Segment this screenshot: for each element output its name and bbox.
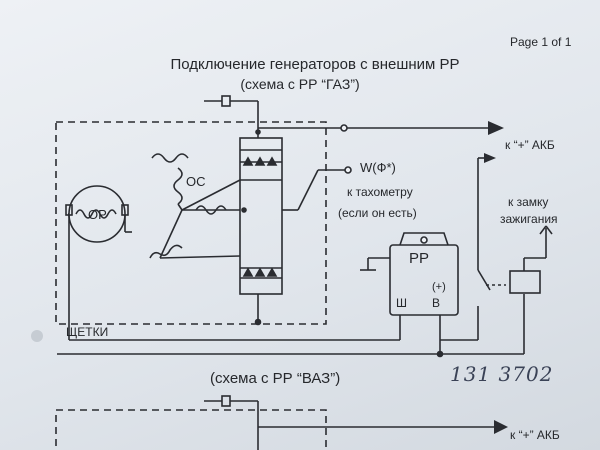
rotor-winding [65,185,132,340]
stator-label: ОС [186,174,206,189]
ignition-switch [440,153,506,341]
scheme-title-vaz: (схема с РР “ВАЗ”) [210,370,341,387]
battery-label-bottom: к “+” АКБ [510,428,560,442]
tachometer-note: (если он есть) [338,206,417,220]
battery-label-top: к “+” АКБ [505,138,555,152]
arrow-icon [488,121,504,135]
scheme-title-gaz: (схема с РР “ГАЗ”) [240,76,360,92]
voltage-regulator-block [360,232,459,354]
regulator-label: РР [409,250,430,267]
ignition-label-2: зажигания [500,212,558,226]
rotor-label: ОР [88,207,107,222]
ignition-wire [57,294,525,358]
arrow-icon-2 [494,420,508,434]
tachometer-label: к тахометру [347,185,413,199]
punch-hole [31,330,43,342]
ignition-relay-coil [509,225,553,294]
w-terminal-wire [282,166,352,211]
ignition-label: к замку [508,195,549,209]
generator-housing-outline-2 [55,409,327,450]
terminal-v-label: В [432,296,441,310]
capacitor-icon-2 [204,395,494,450]
document-title: Подключение генераторов с внешним РР [170,56,460,73]
brushes-label: ЩЕТКИ [66,325,109,339]
generator-housing-outline [55,121,327,325]
w-terminal-label: W(Ф*) [360,160,396,175]
handwritten-note: 131 3702 [450,362,554,386]
stator-winding [149,153,282,259]
battery-wire-top [258,124,488,132]
diode-bridge [239,128,283,326]
page-number: Page 1 of 1 [510,35,572,49]
regulator-plus-label: (+) [432,281,446,293]
capacitor-icon [204,95,259,128]
terminal-sh-label: Ш [396,296,407,310]
